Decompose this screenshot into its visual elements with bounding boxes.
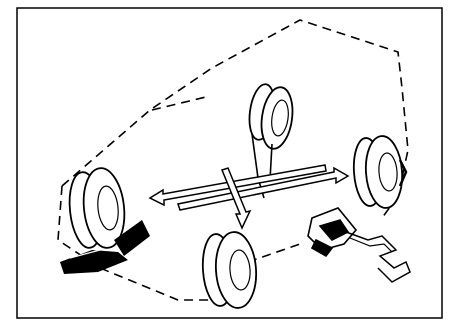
rear-left-wheel xyxy=(201,231,258,309)
wheel-chock-icon xyxy=(60,220,150,274)
rear-right-wheel xyxy=(352,135,408,209)
vehicle-outline xyxy=(57,19,409,301)
front-left-wheel xyxy=(68,167,126,249)
arrow-to-rear-right xyxy=(177,166,350,211)
arrow-to-rear-left xyxy=(221,167,252,230)
arrow-to-front-left xyxy=(148,164,327,207)
figure-border xyxy=(16,7,443,319)
rotation-arrows xyxy=(148,164,350,230)
jack-icon xyxy=(307,207,411,283)
